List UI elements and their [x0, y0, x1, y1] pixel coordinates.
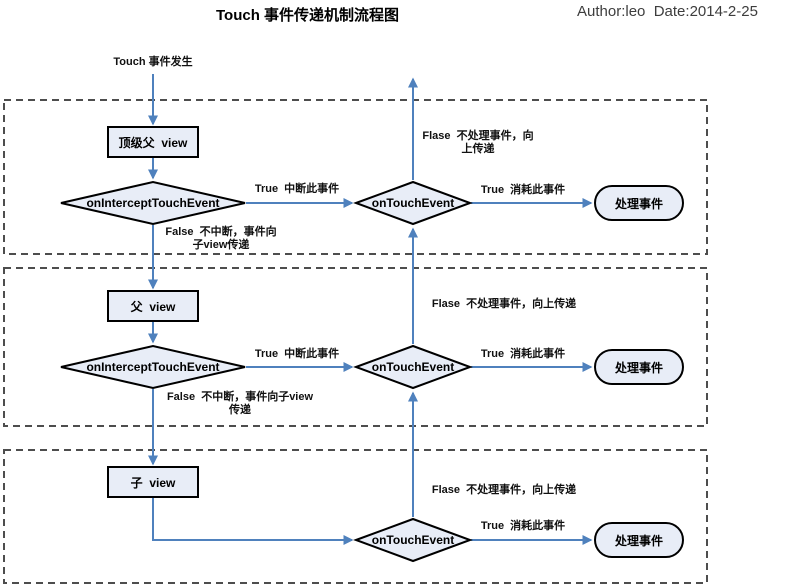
ontouch3-diamond: [353, 517, 473, 563]
intercept2-label: onInterceptTouchEvent: [86, 360, 220, 374]
section-child-border: [3, 449, 708, 584]
intercept1-label: onInterceptTouchEvent: [86, 196, 220, 210]
handle3-terminator: [594, 522, 684, 558]
edge-row2-ontouch-true-label: True 消耗此事件: [480, 348, 566, 360]
handle3-label: 处理事件: [614, 533, 663, 548]
edge-row2-ontouch-false-label: Flase 不处理事件，向上传递: [431, 298, 577, 310]
edge-row2-intercept-false-label: False 不中断，事件向子view 传递: [166, 391, 314, 416]
author-date-label: Author:leo Date:2014-2-25: [577, 3, 758, 20]
start-label: Touch 事件发生: [113, 56, 193, 68]
handle2-label: 处理事件: [614, 360, 663, 375]
child-view-box: [107, 466, 199, 498]
section-parent-border: [3, 267, 708, 427]
ontouch3-label: onTouchEvent: [371, 533, 455, 547]
handle1-terminator: [594, 185, 684, 221]
parent-view-label: 父 view: [130, 299, 176, 314]
ontouch2-diamond: [353, 344, 473, 390]
parent-view-box: [107, 290, 199, 322]
edge-row1-intercept-true-label: True 中断此事件: [254, 183, 340, 195]
section-top-parent-border: [3, 99, 708, 255]
edge-row3-ontouch-true-label: True 消耗此事件: [480, 520, 566, 532]
edge-row3-ontouch-false-label: Flase 不处理事件，向上传递: [431, 484, 577, 496]
intercept2-diamond: [60, 344, 246, 390]
top-parent-view-box: [107, 126, 199, 158]
child-view-label: 子 view: [130, 475, 176, 490]
arrow-childview-to-ontouch3: [152, 497, 354, 545]
edge-row1-ontouch-true-label: True 消耗此事件: [480, 184, 566, 196]
edge-row1-intercept-false-label: False 不中断，事件向 子view传递: [165, 226, 277, 251]
handle1-label: 处理事件: [614, 196, 663, 211]
handle2-terminator: [594, 349, 684, 385]
top-parent-view-label: 顶级父 view: [118, 135, 188, 150]
intercept1-diamond: [60, 180, 246, 226]
ontouch2-label: onTouchEvent: [371, 360, 455, 374]
edge-row1-ontouch-false-label: Flase 不处理事件，向 上传递: [422, 130, 534, 155]
edge-row2-intercept-true-label: True 中断此事件: [254, 348, 340, 360]
page-title: Touch 事件传递机制流程图: [216, 7, 400, 24]
ontouch1-diamond: [353, 180, 473, 226]
ontouch1-label: onTouchEvent: [371, 196, 455, 210]
